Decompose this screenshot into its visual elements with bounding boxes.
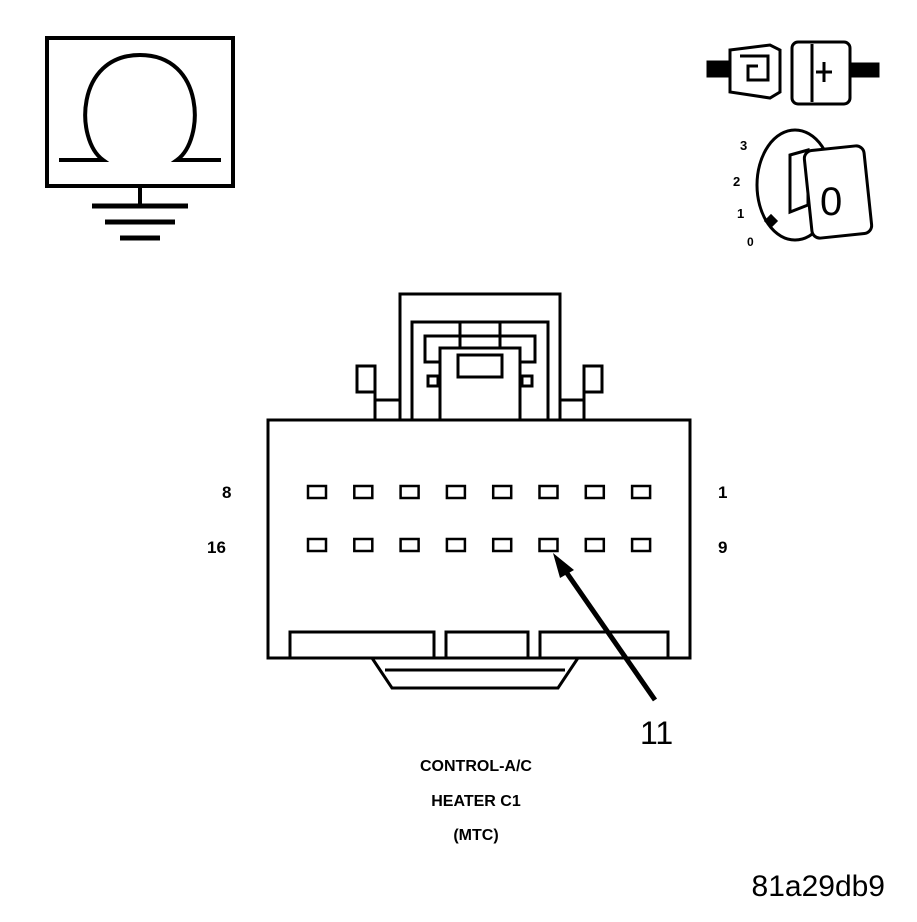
pin-cavity-11 [538, 537, 559, 553]
pin-cavity-13 [445, 537, 467, 553]
pin-cavity-6 [399, 484, 420, 500]
connector-body [266, 292, 692, 690]
pin-label-8: 8 [222, 483, 231, 502]
pin-11-callout-arrow [553, 553, 658, 702]
pin-cavity-8 [306, 484, 328, 500]
pin-cavity-9 [630, 537, 652, 553]
figure-id: 81a29db9 [752, 870, 885, 903]
pin-cavity-3 [538, 484, 559, 500]
callout-label: 11 [640, 715, 673, 751]
pin-cavity-1 [630, 484, 652, 500]
pin-cavity-12 [491, 537, 513, 553]
ignition-position-3: 3 [740, 138, 747, 153]
pin-label-16: 16 [207, 538, 226, 557]
ignition-position-1: 1 [737, 206, 744, 221]
pin-cavity-16 [306, 537, 328, 553]
ignition-key-label: 0 [820, 180, 842, 224]
pin-cavity-5 [445, 484, 467, 500]
pin-label-9: 9 [718, 538, 727, 557]
connector-name-line-1: CONTROL-A/C [420, 758, 532, 775]
ignition-position-2: 2 [733, 174, 740, 189]
pin-cavity-4 [491, 484, 513, 500]
pin-cavity-10 [584, 537, 606, 553]
connector-name-line-2: HEATER C1 [431, 793, 521, 810]
pin-cavity-15 [353, 537, 374, 553]
ignition-position-0: 0 [747, 235, 754, 249]
pin-label-1: 1 [718, 483, 727, 502]
connector-disconnect-icon [706, 40, 880, 106]
pin-cavity-7 [353, 484, 374, 500]
pin-cavity-14 [399, 537, 420, 553]
ohmmeter-ground-icon [45, 36, 235, 241]
ignition-key-off-icon: 3 2 1 0 0 [733, 128, 874, 249]
pin-cavities [306, 484, 652, 553]
pin-cavity-2 [584, 484, 606, 500]
connector-name-line-3: (MTC) [453, 827, 498, 844]
